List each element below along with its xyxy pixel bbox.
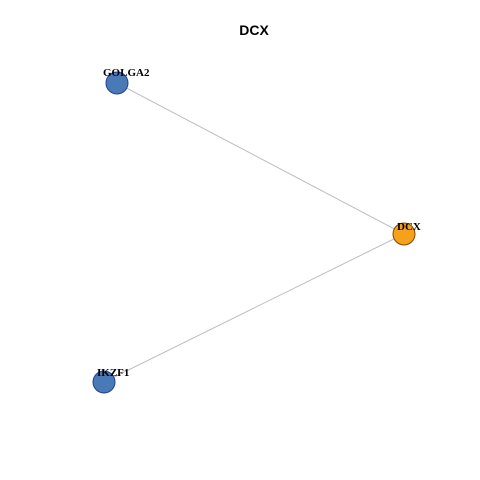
- edge-golga2-dcx: [116, 82, 405, 235]
- node-dcx[interactable]: DCX: [392, 221, 421, 246]
- node-golga2[interactable]: GOLGA2: [103, 67, 150, 95]
- nodes-layer: GOLGA2 DCX IKZF1: [92, 67, 421, 394]
- diagram-title: DCX: [239, 22, 269, 38]
- node-ikzf1-circle[interactable]: [92, 370, 116, 394]
- edges-layer: [103, 82, 405, 383]
- edge-ikzf1-dcx: [103, 233, 405, 383]
- node-dcx-circle[interactable]: [392, 222, 416, 246]
- node-dcx-label: DCX: [397, 221, 421, 233]
- node-golga2-label: GOLGA2: [103, 67, 150, 79]
- node-golga2-circle[interactable]: [105, 71, 129, 95]
- node-ikzf1[interactable]: IKZF1: [92, 367, 129, 394]
- node-ikzf1-label: IKZF1: [97, 367, 129, 379]
